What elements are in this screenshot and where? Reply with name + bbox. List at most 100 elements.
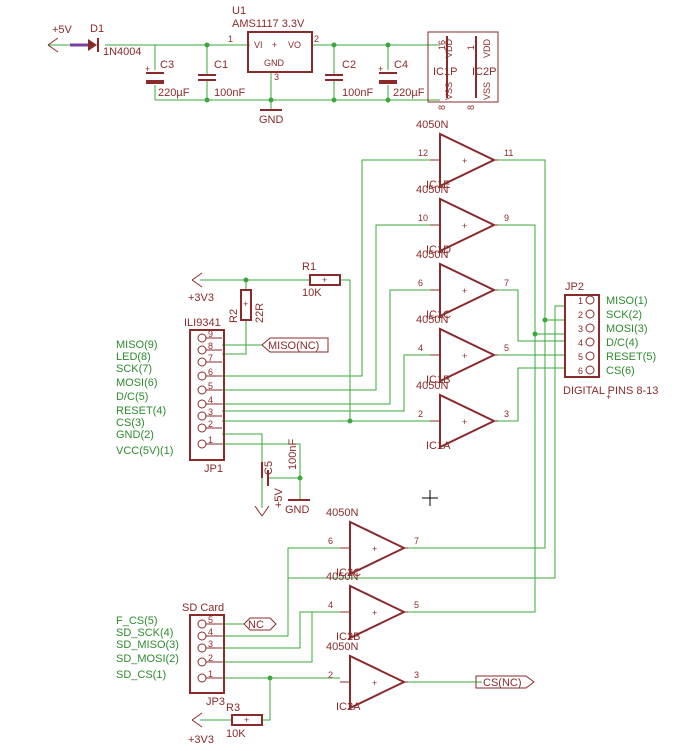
- buffer-type-label: 4050N: [416, 184, 448, 196]
- jp2-caption: DIGITAL PINS 8-13: [563, 385, 658, 397]
- svg-text:+: +: [462, 417, 467, 427]
- nc-flag: NC: [243, 617, 277, 631]
- svg-text:+: +: [244, 715, 249, 725]
- buffer-name-label: IC1E: [426, 179, 450, 191]
- c1-ref: C1: [214, 59, 228, 71]
- jp1-ref: JP1: [204, 463, 223, 475]
- c5-ref: C5: [263, 461, 275, 475]
- buffer-ic1a: +4050N IC1A 2 3: [416, 380, 509, 452]
- miso-nc-label: MISO(NC): [268, 340, 319, 352]
- capacitor-c2: C2 100nF: [325, 59, 373, 99]
- ic2p-vss: VSS: [482, 82, 492, 100]
- jp1-pin: 3CS(3): [116, 407, 222, 429]
- jp2-pin-label: D/C(4): [606, 337, 638, 349]
- cs-nc-label: CS(NC): [483, 677, 522, 689]
- v33-supply-top: +3V3: [188, 272, 214, 304]
- ground-symbol-top: GND: [259, 109, 284, 126]
- gnd-label-c5: GND: [285, 504, 310, 516]
- buffer-name-label: IC2B: [336, 631, 360, 643]
- jp3-pin: 4SD_SCK(4): [116, 627, 222, 641]
- r3-ref: R3: [226, 702, 240, 714]
- svg-text:+: +: [462, 351, 467, 361]
- c2-value: 100nF: [342, 87, 373, 99]
- jp3-pin-number: 2: [208, 653, 213, 663]
- buffer-output-pin: 7: [414, 536, 419, 546]
- jp2-pin-label: SCK(2): [606, 309, 642, 321]
- ic1p-pin16: 16: [437, 40, 447, 50]
- svg-text:+: +: [462, 221, 467, 231]
- plus5v-label: +5V: [52, 24, 73, 36]
- gnd-label-top: GND: [259, 114, 284, 126]
- buffer-output-pin: 3: [504, 409, 509, 419]
- jp2-pin-number: 2: [578, 310, 583, 320]
- jp2-ref: JP2: [565, 281, 584, 293]
- r3-value: 10K: [226, 728, 246, 740]
- u1-pin1: 1: [228, 34, 233, 44]
- jp1-pin-label: D/C(5): [116, 391, 148, 403]
- cs-nc-flag: CS(NC): [475, 675, 535, 689]
- jp1-pin-label: MOSI(6): [116, 377, 158, 389]
- svg-text:+: +: [462, 286, 467, 296]
- jp2-pin-number: 3: [578, 324, 583, 334]
- nc-label: NC: [248, 619, 264, 631]
- ic2p-pin8: 8: [466, 105, 476, 110]
- svg-text:+: +: [322, 275, 327, 285]
- capacitor-c3: + C3 220µF: [145, 59, 190, 99]
- u1-vo-pin: VO: [288, 40, 301, 50]
- r1-ref: R1: [302, 261, 316, 273]
- buffer-name-label: IC1A: [426, 440, 451, 452]
- resistor-r2: + R2 22R: [228, 289, 266, 323]
- jp1-pin-number: 2: [208, 419, 213, 429]
- buffer-type-label: 4050N: [416, 380, 448, 392]
- buffer-input-pin: 4: [418, 343, 423, 353]
- jp2-pin-label: RESET(5): [606, 351, 656, 363]
- v33-label-top: +3V3: [188, 292, 214, 304]
- buffer-output-pin: 5: [414, 600, 419, 610]
- r2-ref: R2: [228, 309, 240, 323]
- jp1-pin-number: 1: [208, 435, 213, 445]
- jp3-pin-label: F_CS(5): [116, 615, 158, 627]
- jp2-pin: 2 SCK(2): [578, 309, 642, 321]
- buffer-type-label: 4050N: [416, 314, 448, 326]
- jp2-pin-label: MISO(1): [606, 295, 648, 307]
- v5-supply-bottom: +5V: [254, 487, 285, 517]
- ic2p-vdd: VDD: [482, 38, 492, 58]
- buffer-input-pin: 2: [418, 409, 423, 419]
- jp1-pin-label: MISO(9): [116, 339, 158, 351]
- svg-text:+: +: [243, 299, 248, 309]
- c3-ref: C3: [160, 59, 174, 71]
- miso-nc-flag: MISO(NC): [261, 337, 329, 353]
- buffer-name-label: IC2C: [336, 567, 361, 579]
- buffer-output-pin: 3: [414, 670, 419, 680]
- jp1-pin-number: 5: [208, 381, 213, 391]
- jp3-pin-label: SD_SCK(4): [116, 627, 173, 639]
- buffer-output-pin: 7: [504, 278, 509, 288]
- ic1p-pin8: 8: [437, 105, 447, 110]
- jp1-pin-label: SCK(7): [116, 363, 152, 375]
- buffer-name-label: IC1C: [426, 309, 451, 321]
- ic2p-ref: IC2P: [472, 66, 496, 78]
- jp1-pin-label: LED(8): [116, 351, 151, 363]
- r2-value: 22R: [254, 303, 266, 323]
- buffer-input-pin: 10: [418, 213, 428, 223]
- jp2-pin-number: 6: [578, 366, 583, 376]
- v33-label-bottom: +3V3: [188, 734, 214, 746]
- jp3-pin-number: 3: [208, 639, 213, 649]
- buffer-input-pin: 2: [328, 670, 333, 680]
- v33-supply-bottom: +3V3: [188, 712, 214, 746]
- jp3-name: SD Card: [182, 602, 224, 614]
